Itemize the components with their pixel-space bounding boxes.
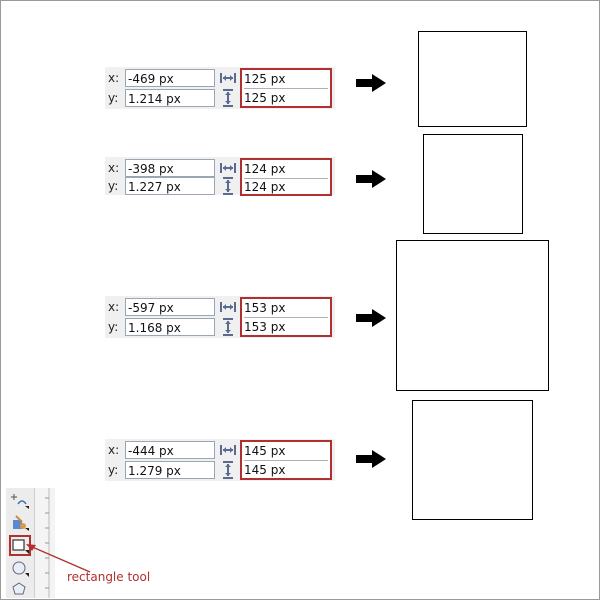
height-field[interactable]: 124 px bbox=[244, 180, 286, 194]
height-arrows-icon bbox=[223, 461, 233, 479]
x-position-field[interactable]: -444 px bbox=[125, 441, 215, 459]
width-arrows-icon bbox=[220, 302, 236, 312]
square-result-2 bbox=[423, 134, 523, 234]
x-label: x: bbox=[108, 300, 120, 314]
right-arrow-icon bbox=[356, 450, 386, 468]
width-arrows-icon bbox=[220, 163, 236, 173]
polygon-tool-icon[interactable] bbox=[10, 581, 30, 599]
y-position-field[interactable]: 1.279 px bbox=[125, 461, 215, 479]
y-label: y: bbox=[108, 179, 119, 193]
x-position-field[interactable]: -398 px bbox=[125, 159, 215, 177]
smart-fill-tool-icon[interactable] bbox=[10, 514, 30, 532]
property-bar-2: x: y: -398 px 1.227 px 124 px 124 px bbox=[105, 157, 335, 196]
width-field[interactable]: 145 px bbox=[244, 442, 328, 461]
property-bar-1: x: y: -469 px 1.214 px 125 px 125 px bbox=[105, 67, 335, 109]
width-field[interactable]: 124 px bbox=[244, 160, 328, 179]
width-field[interactable]: 125 px bbox=[244, 70, 328, 89]
ellipse-tool-icon[interactable] bbox=[10, 560, 30, 578]
y-position-field[interactable]: 1.227 px bbox=[125, 177, 215, 195]
x-label: x: bbox=[108, 71, 120, 85]
right-arrow-icon bbox=[356, 170, 386, 188]
y-position-field[interactable]: 1.214 px bbox=[125, 89, 215, 107]
ruler-ticks bbox=[45, 488, 50, 598]
width-arrows-icon bbox=[220, 445, 236, 455]
size-fields-highlight: 153 px 153 px bbox=[240, 297, 332, 337]
size-fields-highlight: 145 px 145 px bbox=[240, 440, 332, 480]
property-bar-3: x: y: -597 px 1.168 px 153 px 153 px bbox=[105, 296, 335, 338]
rectangle-tool-icon[interactable] bbox=[10, 537, 30, 555]
x-position-field[interactable]: -469 px bbox=[125, 69, 215, 87]
right-arrow-icon bbox=[356, 74, 386, 92]
x-label: x: bbox=[108, 443, 120, 457]
x-label: x: bbox=[108, 161, 120, 175]
vertical-ruler bbox=[34, 488, 55, 598]
height-field[interactable]: 153 px bbox=[244, 320, 286, 334]
size-fields-highlight: 124 px 124 px bbox=[240, 158, 332, 196]
callout-arrow bbox=[26, 544, 91, 573]
width-field[interactable]: 153 px bbox=[244, 299, 328, 318]
shape-tool-icon[interactable] bbox=[10, 492, 30, 510]
right-arrow-icon bbox=[356, 309, 386, 327]
height-arrows-icon bbox=[223, 177, 233, 195]
height-field[interactable]: 125 px bbox=[244, 91, 286, 105]
y-label: y: bbox=[108, 463, 119, 477]
height-field[interactable]: 145 px bbox=[244, 463, 286, 477]
y-label: y: bbox=[108, 320, 119, 334]
size-fields-highlight: 125 px 125 px bbox=[240, 68, 332, 108]
rectangle-tool-callout: rectangle tool bbox=[67, 570, 151, 584]
x-position-field[interactable]: -597 px bbox=[125, 298, 215, 316]
square-result-1 bbox=[418, 31, 527, 127]
width-arrows-icon bbox=[220, 73, 236, 83]
height-arrows-icon bbox=[223, 89, 233, 107]
property-bar-4: x: y: -444 px 1.279 px 145 px 145 px bbox=[105, 439, 335, 481]
toolbox bbox=[6, 488, 34, 598]
y-position-field[interactable]: 1.168 px bbox=[125, 318, 215, 336]
y-label: y: bbox=[108, 91, 119, 105]
height-arrows-icon bbox=[223, 318, 233, 336]
square-result-3 bbox=[396, 240, 549, 391]
square-result-4 bbox=[412, 400, 533, 520]
